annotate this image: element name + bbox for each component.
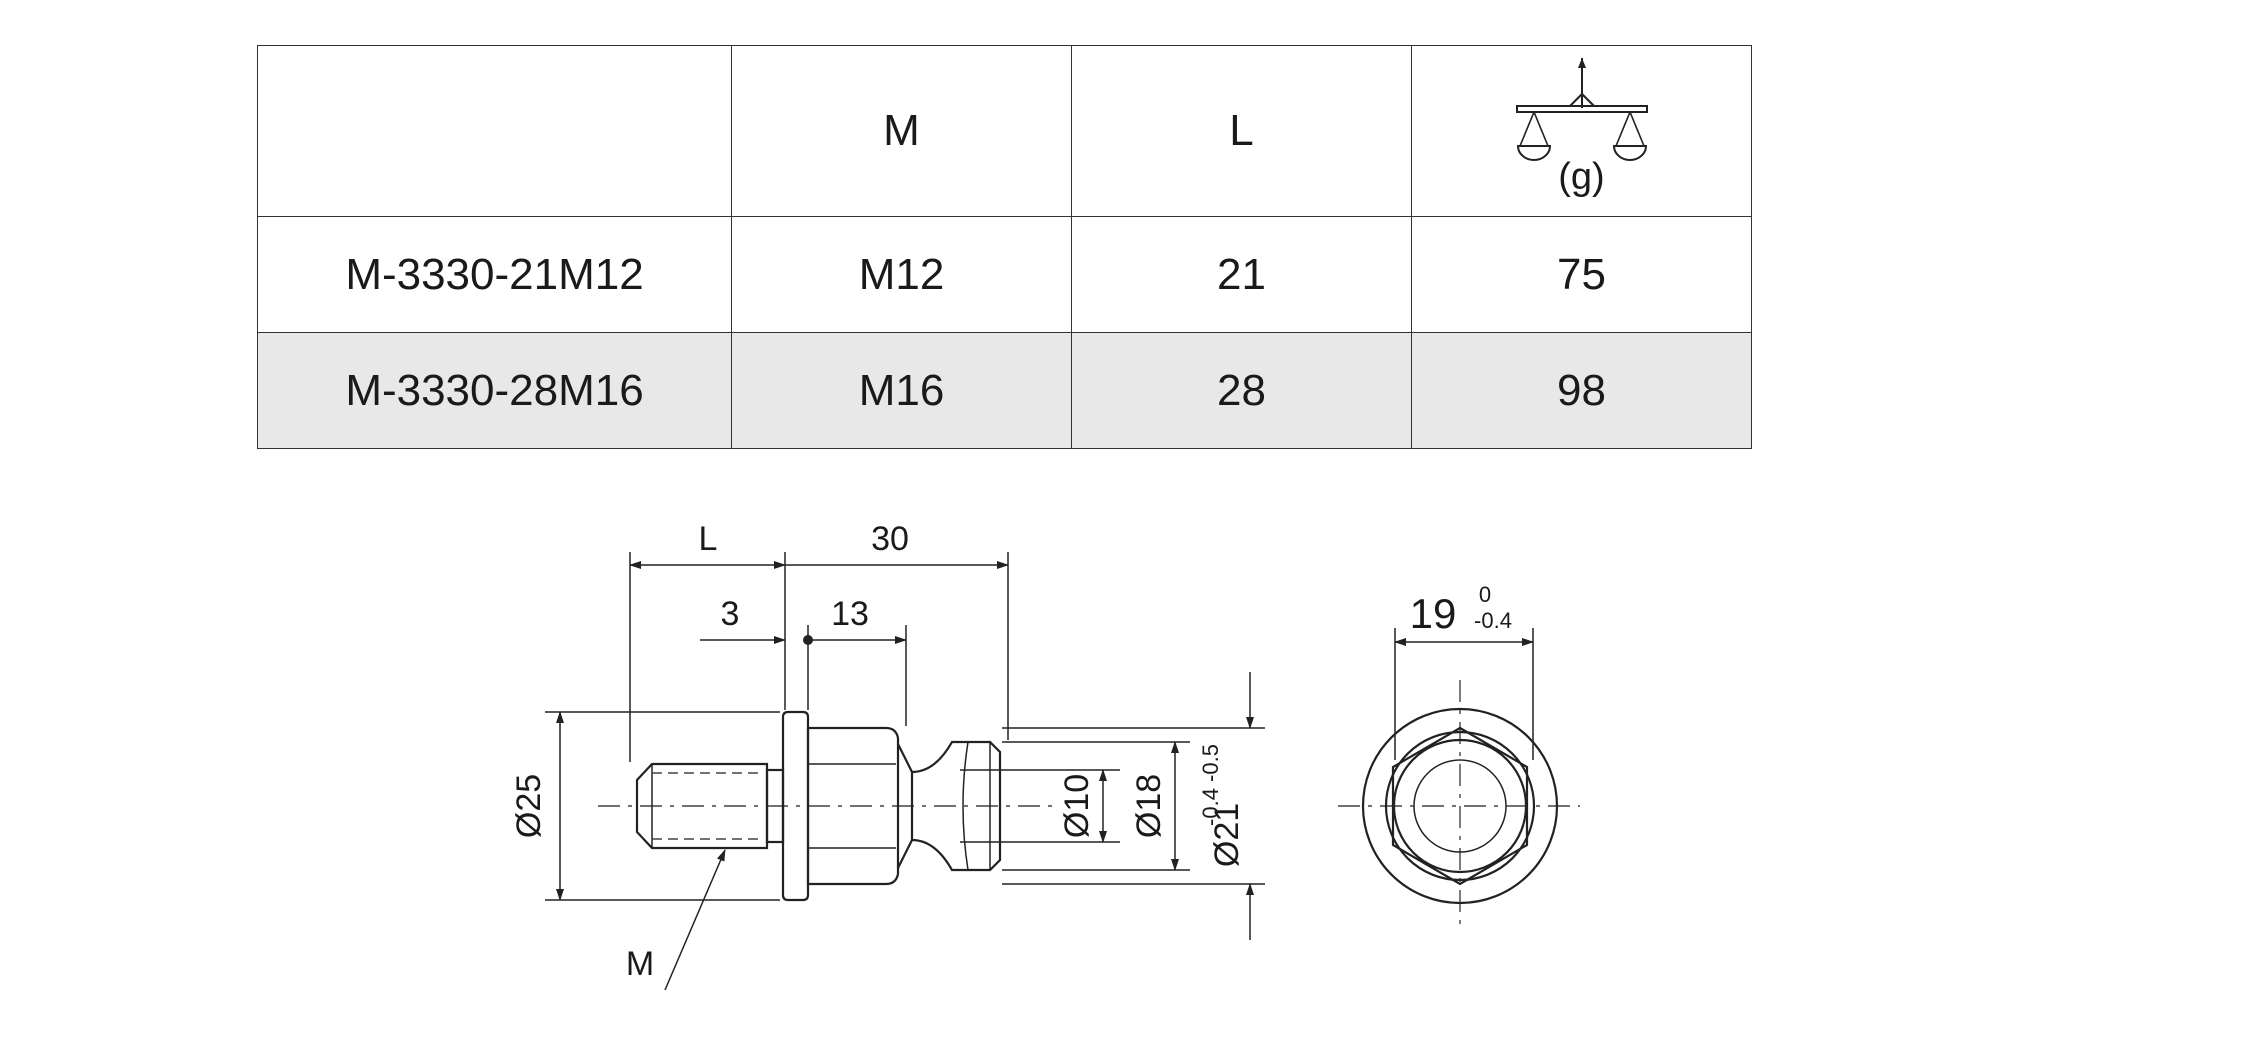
- cell-m: M16: [731, 332, 1072, 449]
- cell-l: 28: [1071, 332, 1412, 449]
- balance-scale-icon: [1515, 58, 1648, 161]
- table-row: M-3330-28M16 M16 28 98: [257, 332, 1752, 449]
- header-cell-code: [257, 45, 732, 217]
- cell-code: M-3330-21M12: [257, 216, 732, 333]
- flange: [781, 710, 810, 902]
- dim-d21-label: Ø21: [1208, 803, 1246, 867]
- cell-l: 21: [1071, 216, 1412, 333]
- hexagon-outline: [1391, 726, 1529, 886]
- end-view: 19 0 -0.4: [1338, 582, 1580, 930]
- cell-weight: 98: [1411, 332, 1752, 449]
- dim-30-label: 30: [871, 520, 909, 558]
- dim-19-tol-lower: -0.4: [1474, 608, 1512, 633]
- flange-outline: [1361, 707, 1559, 905]
- cell-weight: 75: [1411, 216, 1752, 333]
- dim-d21-tolerance: -0.4 -0.5: [1198, 744, 1223, 826]
- weight-unit-label: (g): [1558, 156, 1605, 198]
- side-view: L 30 3 13 Ø25 Ø10 Ø18 Ø21: [510, 520, 1265, 991]
- dim-3-label: 3: [721, 595, 740, 633]
- hex-body: [806, 726, 900, 886]
- dim-l-label: L: [699, 520, 718, 558]
- dim-d18-label: Ø18: [1130, 774, 1168, 838]
- cell-m: M12: [731, 216, 1072, 333]
- cell-code: M-3330-28M16: [257, 332, 732, 449]
- dim-d25-label: Ø25: [510, 774, 548, 838]
- thread-label: M: [626, 945, 654, 983]
- dim-d10-label: Ø10: [1058, 774, 1096, 838]
- table-row: M-3330-21M12 M12 21 75: [257, 216, 1752, 333]
- spec-table: M L (g) M-3330-: [257, 45, 1752, 449]
- dim-19-label: 19: [1410, 590, 1457, 637]
- dim-19-tol-upper: 0: [1479, 582, 1491, 607]
- dim-13-label: 13: [831, 595, 869, 633]
- pull-stud-head: [911, 740, 1002, 872]
- header-cell-weight: (g): [1411, 45, 1752, 217]
